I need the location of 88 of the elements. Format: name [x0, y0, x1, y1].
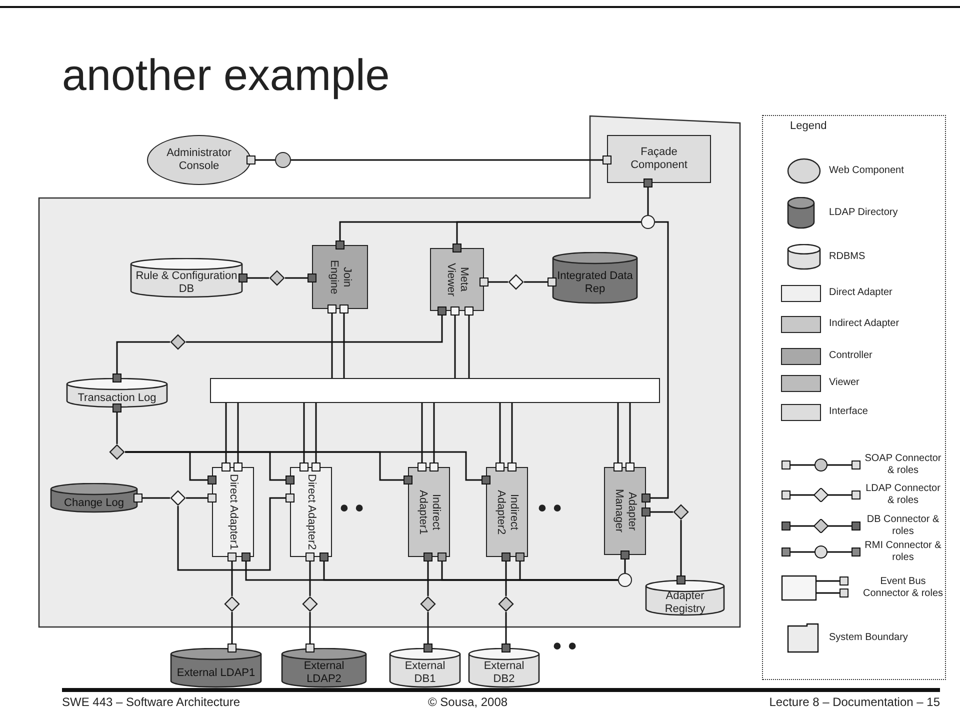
connector-diamond [109, 444, 125, 460]
legend-label: Direct Adapter [829, 287, 892, 299]
legend-title: Legend [790, 120, 827, 132]
connector-line [246, 156, 275, 164]
connector-diamond [498, 596, 514, 612]
ellipsis-dots: • • [553, 634, 576, 660]
system-boundary [38, 115, 741, 628]
database-cylinder: Transaction Log [66, 378, 168, 408]
connector-line [502, 552, 510, 596]
legend-label: RDBMS [829, 251, 866, 263]
connector-line [112, 341, 170, 382]
connector-diamond [224, 596, 240, 612]
database-cylinder: Integrated Data Rep [552, 252, 638, 304]
connector-line [177, 494, 294, 571]
legend-label: RMI Connector & roles [864, 540, 942, 564]
database-cylinder: Rule & Configuration DB [130, 258, 243, 298]
legend-label: Interface [829, 406, 868, 418]
connector-line [112, 404, 122, 444]
web-component-ellipse: Administrator Console [147, 135, 251, 185]
connector-line [291, 156, 612, 164]
connector-diamond [508, 274, 524, 290]
connector-line [328, 304, 348, 379]
connector-line [125, 451, 490, 484]
database-cylinder: External LDAP2 [281, 648, 367, 688]
database-cylinder: Change Log [50, 483, 138, 513]
footer-text: Lecture 8 – Documentation – 15 [769, 696, 940, 710]
connector-line [496, 402, 516, 472]
connector-line [186, 306, 446, 343]
connector-circle [275, 152, 291, 168]
connector-line [620, 550, 630, 573]
legend-label: DB Connector & roles [866, 514, 940, 538]
legend-label: Controller [829, 350, 872, 362]
database-cylinder: External LDAP1 [170, 648, 262, 688]
connector-line [222, 402, 242, 472]
legend-label: LDAP Directory [829, 207, 898, 219]
connector-line [676, 520, 686, 584]
connector-line [644, 178, 652, 215]
connector-line [516, 552, 618, 581]
adapter-box: Indirect Adapter1 [408, 467, 450, 557]
connector-line [424, 612, 432, 652]
ellipsis-dots: • • [340, 496, 364, 522]
connector-line [642, 508, 673, 516]
connector-diamond [302, 596, 318, 612]
connector-diamond [170, 490, 186, 506]
event-bus-bar [210, 378, 660, 403]
legend-label: Event Bus Connector & roles [862, 576, 944, 600]
database-cylinder: External DB2 [468, 648, 540, 688]
adapter-box: Direct Adapter2 [290, 467, 332, 557]
connector-line [134, 494, 170, 502]
connector-diamond [269, 270, 285, 286]
connector-diamond [420, 596, 436, 612]
connector-line [452, 221, 641, 252]
connector-diamond [673, 504, 689, 520]
connector-line [300, 402, 320, 472]
connector-line [306, 552, 314, 596]
legend-label: Viewer [829, 377, 860, 389]
database-cylinder: External DB1 [389, 648, 461, 688]
manager-box: Adapter Manager [604, 467, 646, 555]
connector-line [614, 402, 634, 472]
connector-line [186, 494, 216, 502]
database-cylinder: Adapter Registry [645, 580, 725, 616]
connector-line [642, 221, 669, 502]
connector-line [285, 274, 316, 282]
connector-line [238, 274, 269, 282]
connector-line [418, 402, 438, 472]
connector-diamond [170, 334, 186, 350]
connector-line [502, 612, 510, 652]
ellipsis-dots: • • [538, 496, 562, 522]
legend-label: LDAP Connector & roles [864, 483, 942, 507]
legend-label: System Boundary [829, 632, 908, 644]
connector-line [228, 552, 236, 596]
viewer-box: Meta Viewer [430, 248, 484, 311]
connector-line [424, 552, 432, 596]
controller-box: Join Engine [312, 245, 368, 309]
footer-text: © Sousa, 2008 [428, 696, 508, 710]
footer-text: SWE 443 – Software Architecture [62, 696, 240, 710]
interface-box: Façade Component [607, 135, 711, 183]
connector-line [480, 278, 508, 286]
adapter-box: Direct Adapter1 [212, 467, 254, 557]
connector-line [306, 612, 314, 652]
connector-line [228, 612, 236, 652]
legend-label: SOAP Connector & roles [864, 453, 942, 477]
connector-line [524, 278, 556, 286]
legend-label: Web Component [829, 165, 904, 177]
slide-title: another example [62, 50, 390, 102]
connector-line [450, 306, 474, 379]
legend-label: Indirect Adapter [829, 318, 900, 330]
adapter-box: Indirect Adapter2 [486, 467, 528, 557]
